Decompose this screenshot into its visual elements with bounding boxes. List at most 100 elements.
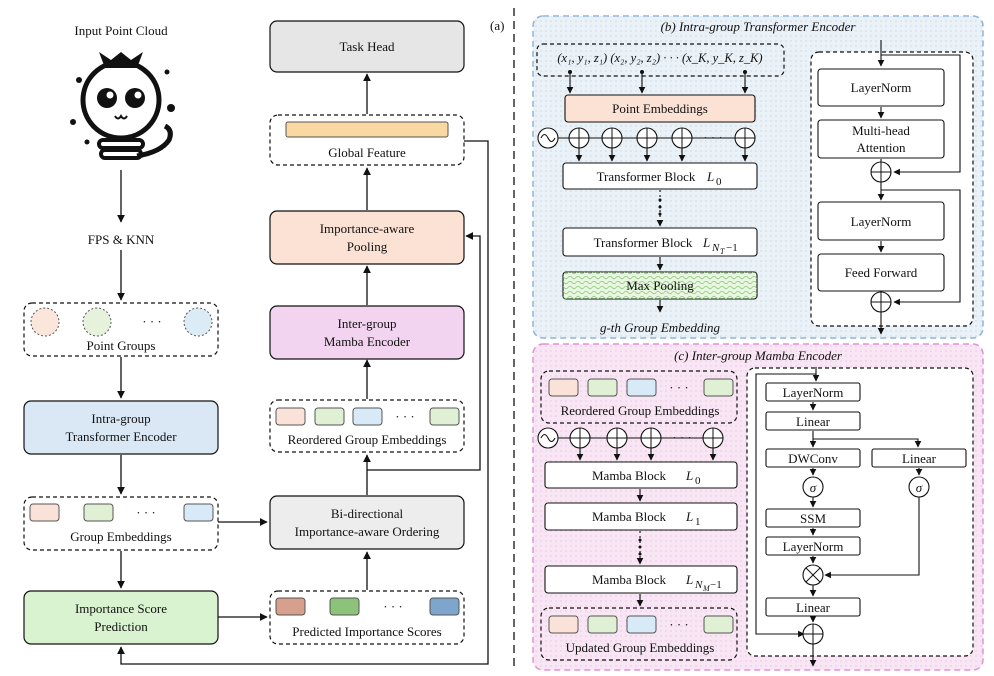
updated-label: Updated Group Embeddings xyxy=(566,640,715,655)
pooling-line1: Importance-aware xyxy=(320,221,415,236)
updated-embeddings-box xyxy=(540,607,738,661)
reordered-embedding-1 xyxy=(275,407,306,426)
layernorm-2-box xyxy=(817,201,945,241)
pooling-box xyxy=(269,210,465,265)
group-embeddings-box xyxy=(23,496,219,551)
bi-ordering-box xyxy=(269,495,465,550)
c-reordered-box xyxy=(540,370,738,424)
point-group-k xyxy=(183,307,213,337)
updated-embedding-k xyxy=(703,615,734,634)
sigma-2-label: σ xyxy=(916,480,923,495)
mamba-layernorm-label: LayerNorm xyxy=(783,385,844,400)
mamba-linear-3-box xyxy=(765,597,861,617)
mamba-linear-1-box xyxy=(765,411,861,431)
panel-a-label: (a) xyxy=(490,18,504,33)
panel-c: (c) Inter-group Mamba Encoder · · · Reor… xyxy=(532,343,984,671)
importance-prediction-line1: Importance Score xyxy=(75,601,167,616)
task-head-box xyxy=(269,20,465,73)
transformer-block-n-label: Transformer Block xyxy=(594,235,693,250)
bi-ordering-line1: Bi-directional xyxy=(331,506,404,521)
c-reordered-embedding-k xyxy=(703,378,734,397)
mamba-layernorm-2-label: LayerNorm xyxy=(783,539,844,554)
max-pooling-label: Max Pooling xyxy=(626,278,694,293)
transformer-block-n-symbol: L xyxy=(702,235,710,250)
intra-encoder-box xyxy=(23,400,219,455)
feed-forward-box xyxy=(817,253,945,292)
group-embeddings-dots: · · · xyxy=(136,505,156,520)
importance-prediction-box xyxy=(23,590,219,645)
input-title: Input Point Cloud xyxy=(74,23,168,38)
mamba-block-n xyxy=(544,565,738,594)
c-reordered-embedding-1 xyxy=(548,378,579,397)
mamba-block-n-subsub: M xyxy=(702,584,711,593)
pooling-line2: Pooling xyxy=(347,239,388,254)
bi-ordering-line2: Importance-aware Ordering xyxy=(295,524,440,539)
ssm-box xyxy=(765,508,861,528)
mamba-residual-add-icon xyxy=(802,623,824,645)
panel-b-title: (b) Intra-group Transformer Encoder xyxy=(661,19,857,34)
updated-embedding-3 xyxy=(626,615,657,634)
mha-line1: Multi-head xyxy=(852,123,910,138)
mamba-block-0-symbol: L xyxy=(685,468,693,483)
point-group-2 xyxy=(82,307,112,337)
layernorm-1-label: LayerNorm xyxy=(851,80,912,95)
transformer-block-0-sub: 0 xyxy=(716,176,722,188)
ordering-to-pooling-connector xyxy=(367,232,481,471)
mamba-linear-2-label: Linear xyxy=(902,451,937,466)
c-reordered-embedding-3 xyxy=(626,378,657,397)
fps-knn-label: FPS & KNN xyxy=(88,232,155,247)
layernorm-2-label: LayerNorm xyxy=(851,214,912,229)
mamba-linear-3-label: Linear xyxy=(796,600,831,615)
group-embedding-2 xyxy=(83,503,114,522)
updated-embedding-2 xyxy=(587,615,618,634)
transformer-block-0-symbol: L xyxy=(706,169,714,184)
mamba-block-0-label: Mamba Block xyxy=(592,468,667,483)
panel-a: (a) Input Point Cloud FPS & KNN · · xyxy=(23,18,504,665)
predicted-score-1 xyxy=(275,597,306,616)
point-coordinates-box xyxy=(536,43,785,77)
positional-encoding-icon xyxy=(537,127,559,149)
group-embeddings-label: Group Embeddings xyxy=(70,529,171,544)
global-feature-bar xyxy=(285,121,449,138)
reordered-embedding-k xyxy=(429,407,460,426)
mha-box xyxy=(817,119,945,159)
group-embedding-1 xyxy=(29,503,60,522)
mamba-block-1 xyxy=(544,502,738,531)
ssm-label: SSM xyxy=(800,511,826,526)
predicted-scores-dots: · · · xyxy=(383,599,403,614)
group-embedding-k xyxy=(183,503,214,522)
intra-encoder-line2: Transformer Encoder xyxy=(65,429,177,444)
feed-forward-label: Feed Forward xyxy=(845,265,918,280)
task-head-label: Task Head xyxy=(339,39,395,54)
predicted-scores-box xyxy=(269,590,465,645)
mha-line2: Attention xyxy=(856,140,906,155)
panel-b: (b) Intra-group Transformer Encoder (x₁,… xyxy=(532,15,984,339)
dwconv-label: DWConv xyxy=(788,451,838,466)
inter-encoder-line1: Inter-group xyxy=(338,316,397,331)
c-reordered-dots: · · · xyxy=(669,380,689,395)
predicted-scores-label: Predicted Importance Scores xyxy=(292,624,441,639)
predicted-score-k xyxy=(429,597,460,616)
mamba-block-n-label: Mamba Block xyxy=(592,572,667,587)
point-groups-box xyxy=(23,302,219,357)
residual-add-2-icon xyxy=(870,291,892,313)
c-positional-encoding-icon xyxy=(537,427,559,449)
inter-encoder-box xyxy=(269,305,465,360)
point-coordinates: (x₁, y₁, z₁) (x₂, y₂, z₂) · · · (x_K, y_… xyxy=(557,51,762,65)
mamba-linear-1-label: Linear xyxy=(796,414,831,429)
reordered-dots: · · · xyxy=(395,409,415,424)
global-to-importance-connector xyxy=(117,140,489,665)
global-feature-box xyxy=(269,114,465,166)
point-group-1 xyxy=(30,307,60,337)
c-reordered-label: Reordered Group Embeddings xyxy=(561,403,720,418)
add-icons-c xyxy=(569,427,724,449)
add-dots-c: · · · xyxy=(672,430,692,445)
multiply-icon xyxy=(802,564,824,586)
updated-dots: · · · xyxy=(669,617,689,632)
robot-mascot-icon xyxy=(70,52,175,160)
reordered-label: Reordered Group Embeddings xyxy=(288,432,447,447)
importance-prediction-line2: Prediction xyxy=(94,619,148,634)
mamba-block-n-tail: −1 xyxy=(710,579,722,591)
residual-add-1-icon xyxy=(870,161,892,183)
